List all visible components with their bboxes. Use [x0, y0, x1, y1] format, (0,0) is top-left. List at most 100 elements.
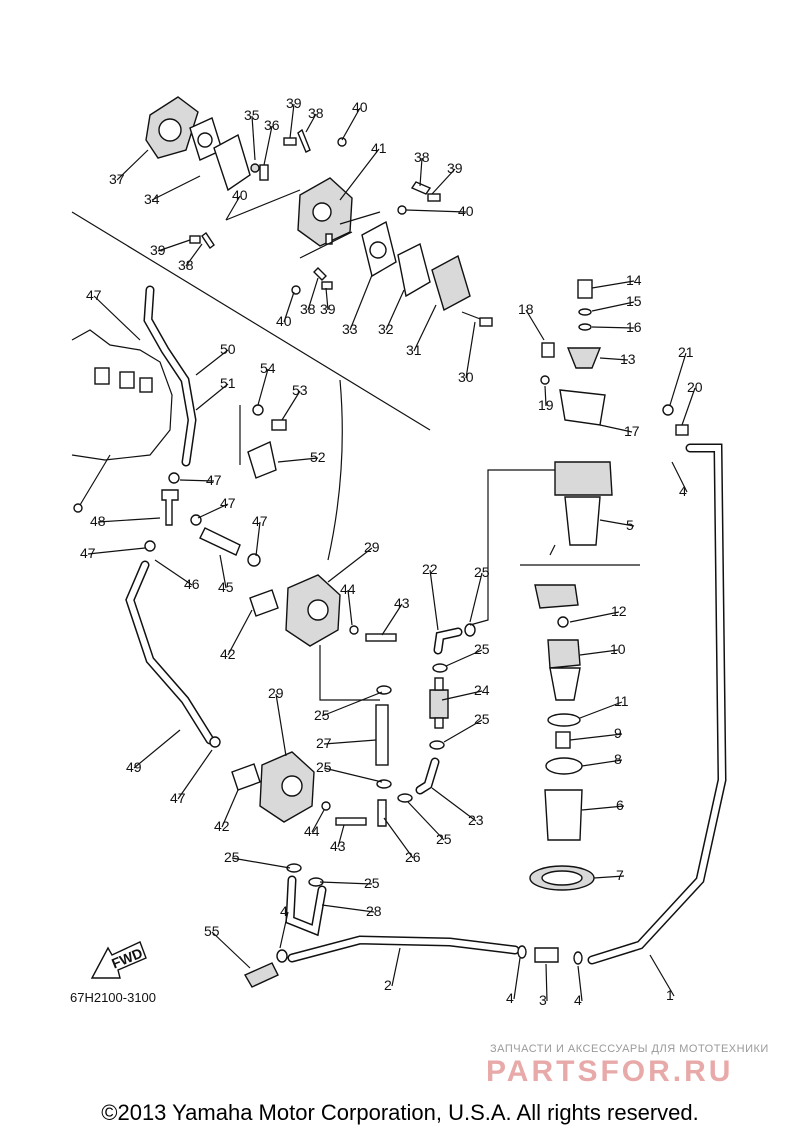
callout-40: 40: [352, 99, 368, 115]
leader-line: [151, 175, 201, 201]
callout-33: 33: [342, 321, 358, 337]
callout-40: 40: [232, 187, 248, 203]
leader-line: [275, 693, 287, 757]
fuel-filter-assembly: [520, 279, 689, 891]
callout-47: 47: [220, 495, 236, 511]
leader-line: [593, 875, 625, 879]
callout-49: 49: [126, 759, 142, 775]
callout-11: 11: [614, 693, 629, 709]
callout-29: 29: [364, 539, 380, 555]
leader-line: [341, 107, 361, 141]
leader-line: [649, 954, 675, 997]
callout-44: 44: [304, 823, 320, 839]
leader-line: [405, 209, 467, 213]
callout-1: 1: [666, 987, 674, 1003]
leader-line: [591, 301, 635, 312]
copyright-notice: ©2013 Yamaha Motor Corporation, U.S.A. A…: [101, 1100, 699, 1125]
leader-line: [443, 719, 483, 743]
leader-line: [195, 349, 229, 376]
callout-25: 25: [474, 564, 490, 580]
callout-32: 32: [378, 321, 394, 337]
fuel-hose-1: [587, 443, 727, 965]
fwd-arrow: FWD: [90, 941, 147, 979]
callout-16: 16: [626, 319, 642, 335]
fuel-hose-2-connector: [244, 935, 583, 988]
leader-line: [321, 904, 375, 913]
leader-line: [545, 963, 548, 1002]
callout-4: 4: [679, 483, 687, 499]
leader-line: [133, 729, 181, 769]
callout-47: 47: [206, 472, 222, 488]
leader-line: [391, 947, 401, 987]
leader-line: [445, 649, 483, 667]
callout-48: 48: [90, 513, 106, 529]
leader-line: [277, 457, 319, 463]
leader-line: [407, 801, 445, 841]
leader-line: [591, 326, 635, 329]
leader-line: [177, 749, 213, 800]
callout-54: 54: [260, 360, 276, 376]
leader-line: [195, 383, 229, 411]
leader-line: [339, 148, 380, 201]
callout-12: 12: [611, 603, 627, 619]
callout-13: 13: [620, 351, 636, 367]
leader-line: [671, 461, 688, 493]
callout-15: 15: [626, 293, 642, 309]
leader-line: [579, 701, 623, 719]
callout-47: 47: [86, 287, 102, 303]
callout-39: 39: [286, 95, 302, 111]
divider-line: [71, 211, 431, 431]
callout-47: 47: [252, 513, 268, 529]
leader-line: [225, 195, 241, 221]
callout-38: 38: [300, 301, 316, 317]
callout-24: 24: [474, 682, 490, 698]
callout-3: 3: [539, 992, 547, 1008]
leader-line: [581, 805, 625, 811]
leader-line: [281, 390, 301, 421]
callout-21: 21: [678, 344, 694, 360]
leader-line: [289, 103, 295, 139]
leader-line: [419, 157, 423, 187]
leader-line: [569, 611, 620, 623]
leader-line: [599, 357, 629, 361]
leader-line: [307, 277, 319, 311]
callout-22: 22: [422, 561, 438, 577]
leader-line: [325, 287, 329, 311]
leader-line: [669, 352, 687, 406]
leader-line: [441, 690, 483, 701]
callout-51: 51: [220, 375, 236, 391]
leader-line: [227, 609, 253, 656]
callout-52: 52: [310, 449, 326, 465]
leader-line: [381, 603, 403, 636]
watermark-brand: PARTSFOR.RU: [486, 1055, 734, 1088]
callout-2: 2: [384, 977, 392, 993]
engine-outline: [71, 329, 173, 513]
leader-line: [681, 387, 696, 426]
leader-line: [525, 309, 545, 341]
diagram-code: 67H2100-3100: [70, 990, 157, 1005]
leader-line: [431, 168, 456, 195]
callout-4: 4: [506, 990, 514, 1006]
callout-25: 25: [474, 641, 490, 657]
leader-line: [154, 559, 193, 586]
leader-line: [385, 289, 405, 331]
callout-38: 38: [414, 149, 430, 165]
callout-25: 25: [224, 849, 240, 865]
leader-line: [544, 385, 547, 407]
leader-line: [599, 424, 633, 433]
fuel-pump-exploded-top: [145, 96, 493, 327]
callout-40: 40: [276, 313, 292, 329]
leader-line: [347, 589, 353, 626]
leader-line: [591, 280, 635, 289]
callout-25: 25: [314, 707, 330, 723]
leader-line: [185, 243, 203, 267]
callout-30: 30: [458, 369, 474, 385]
fuel-pump-29-upper: [249, 574, 397, 701]
callout-50: 50: [220, 341, 236, 357]
leader-line: [231, 857, 291, 869]
joint-48-45: [144, 472, 261, 567]
callout-31: 31: [406, 342, 422, 358]
leader-line: [383, 817, 414, 859]
callout-46: 46: [184, 576, 200, 592]
leader-line: [579, 649, 619, 656]
